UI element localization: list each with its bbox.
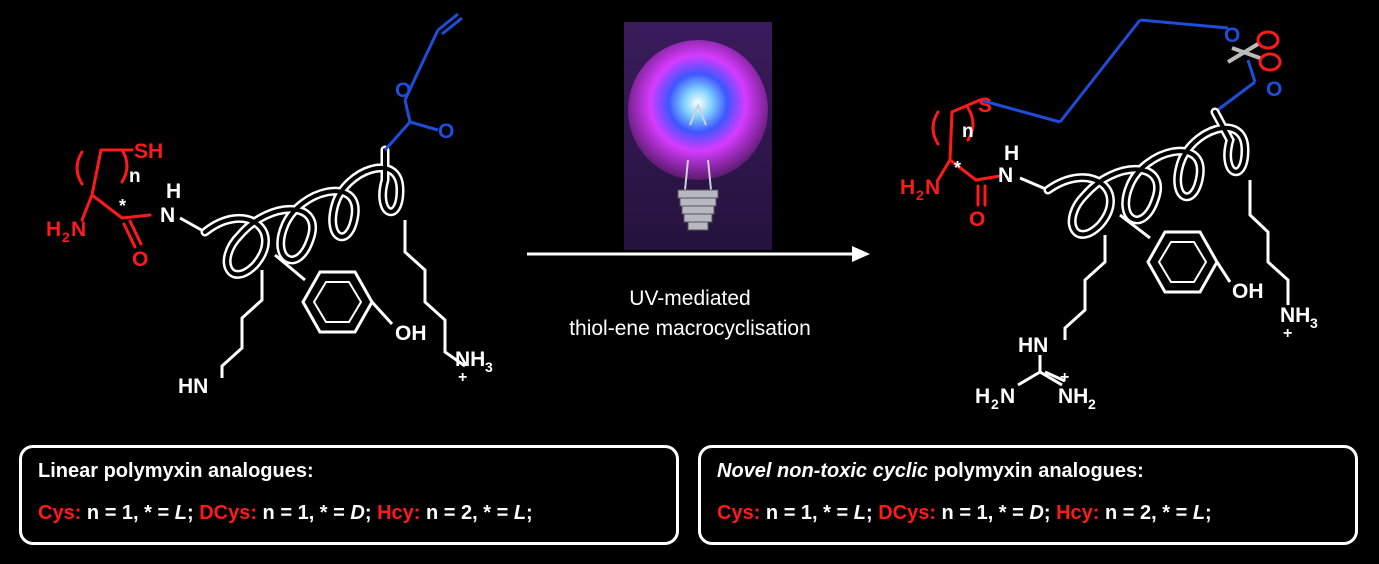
thioether-s: S xyxy=(978,94,992,117)
cyclic-peptide-structure: O O S n H 2 N * O H N xyxy=(900,18,1318,412)
cys-config: L xyxy=(174,502,187,524)
hcy-def-right: n = 2, * = xyxy=(1099,502,1193,524)
ester-oxygen: O xyxy=(395,79,411,102)
cyclic-box-title: Novel non-toxic cyclic polymyxin analogu… xyxy=(717,460,1144,483)
guanidine-nh2: NH xyxy=(1058,385,1088,408)
linear-analogues-box: Linear polymyxin analogues: Cys: n = 1, … xyxy=(19,445,679,545)
cyclic-box-definitions: Cys: n = 1, * = L; DCys: n = 1, * = D; H… xyxy=(717,502,1212,525)
dab-hn: HN xyxy=(178,375,208,398)
cyclic-title-italic: Novel non-toxic cyclic xyxy=(717,460,929,482)
linear-peptide-structure: SH n H 2 N * O H N OH HN NH xyxy=(46,12,493,398)
n-index-right: n xyxy=(962,121,974,142)
amine-h: H xyxy=(46,218,61,241)
guanidine-h2n-n: N xyxy=(1000,385,1015,408)
cyclic-analogues-box: Novel non-toxic cyclic polymyxin analogu… xyxy=(698,445,1358,545)
hcy-label: Hcy: xyxy=(371,502,421,524)
dcys-def-right: n = 1, * = xyxy=(936,502,1030,524)
cys-label: Cys: xyxy=(38,502,82,524)
n-bracket-right xyxy=(120,148,129,184)
sep-3-right: ; xyxy=(1205,502,1212,524)
thiol-label: SH xyxy=(134,140,163,163)
cys-def: n = 1, * = xyxy=(81,502,175,524)
amine-h-right: H xyxy=(900,176,915,199)
ammonium-charge-right: + xyxy=(1283,325,1292,342)
sep-3: ; xyxy=(526,502,533,524)
guanidine-h2n-sub: 2 xyxy=(991,396,999,412)
dcys-label-right: DCys: xyxy=(872,502,936,524)
alpha-helix-inner xyxy=(203,148,403,277)
cys-label-right: Cys: xyxy=(717,502,761,524)
cyclic-title-rest: polymyxin analogues: xyxy=(928,460,1144,482)
ammonium-right: NH xyxy=(1280,304,1310,327)
guanidine-hn: HN xyxy=(1018,334,1048,357)
cys-config-right: L xyxy=(853,502,866,524)
phenol-oh: OH xyxy=(395,322,427,345)
guanidine-charge: + xyxy=(1060,369,1069,386)
amine-n: N xyxy=(71,218,86,241)
linear-box-title: Linear polymyxin analogues: xyxy=(38,460,314,482)
dcys-def: n = 1, * = xyxy=(257,502,351,524)
amine-sub: 2 xyxy=(62,229,70,245)
stereocentre-star: * xyxy=(119,196,126,216)
reaction-arrow xyxy=(527,246,870,262)
ester-carbonyl-oxygen: O xyxy=(438,120,454,143)
n-index: n xyxy=(129,166,141,187)
caption-line-1: UV-mediated xyxy=(629,287,751,310)
ring-oxygen: O xyxy=(1224,24,1240,47)
ammonium-charge: + xyxy=(458,369,467,386)
amide-n: N xyxy=(160,204,175,227)
cys-def-right: n = 1, * = xyxy=(760,502,854,524)
ammonium-sub: 3 xyxy=(485,359,493,375)
ammonium: NH xyxy=(455,348,485,371)
hcy-def: n = 2, * = xyxy=(420,502,514,524)
uv-light-bulb-icon xyxy=(628,40,768,180)
amine-n-right: N xyxy=(925,176,940,199)
dcys-label: DCys: xyxy=(193,502,257,524)
reaction-caption: UV-mediated thiol-ene macrocyclisation xyxy=(520,284,860,344)
guanidine-nh2-sub: 2 xyxy=(1088,396,1096,412)
linear-box-definitions: Cys: n = 1, * = L; DCys: n = 1, * = D; H… xyxy=(38,502,533,525)
amine-sub-right: 2 xyxy=(916,187,924,203)
caption-line-2: thiol-ene macrocyclisation xyxy=(569,317,811,340)
sep-1: ; xyxy=(186,502,194,524)
sep-1-right: ; xyxy=(865,502,873,524)
carbonyl-oxygen-right: O xyxy=(969,208,985,231)
hcy-config: L xyxy=(513,502,527,524)
uv-lamp xyxy=(624,22,772,250)
n-bracket-left xyxy=(75,150,84,186)
phenol-oh-right: OH xyxy=(1232,280,1264,303)
hcy-config-right: L xyxy=(1192,502,1206,524)
dcys-config-right: D xyxy=(1029,502,1044,524)
ring-carbonyl-oxygen: O xyxy=(1266,78,1282,101)
tyrosine-ring xyxy=(301,270,374,334)
carbonyl-oxygen-left: O xyxy=(132,248,148,271)
amide-h-right: H xyxy=(1004,142,1019,165)
guanidine-h2n-h: H xyxy=(975,385,990,408)
amide-n-right: N xyxy=(998,164,1013,187)
ammonium-sub-right: 3 xyxy=(1310,315,1318,331)
amide-h: H xyxy=(166,180,181,203)
scissors-icon xyxy=(1226,30,1282,72)
hcy-label-right: Hcy: xyxy=(1050,502,1100,524)
sep-2-right: ; xyxy=(1043,502,1051,524)
dcys-config: D xyxy=(350,502,365,524)
stereocentre-star-right: * xyxy=(954,158,961,178)
sep-2: ; xyxy=(364,502,372,524)
